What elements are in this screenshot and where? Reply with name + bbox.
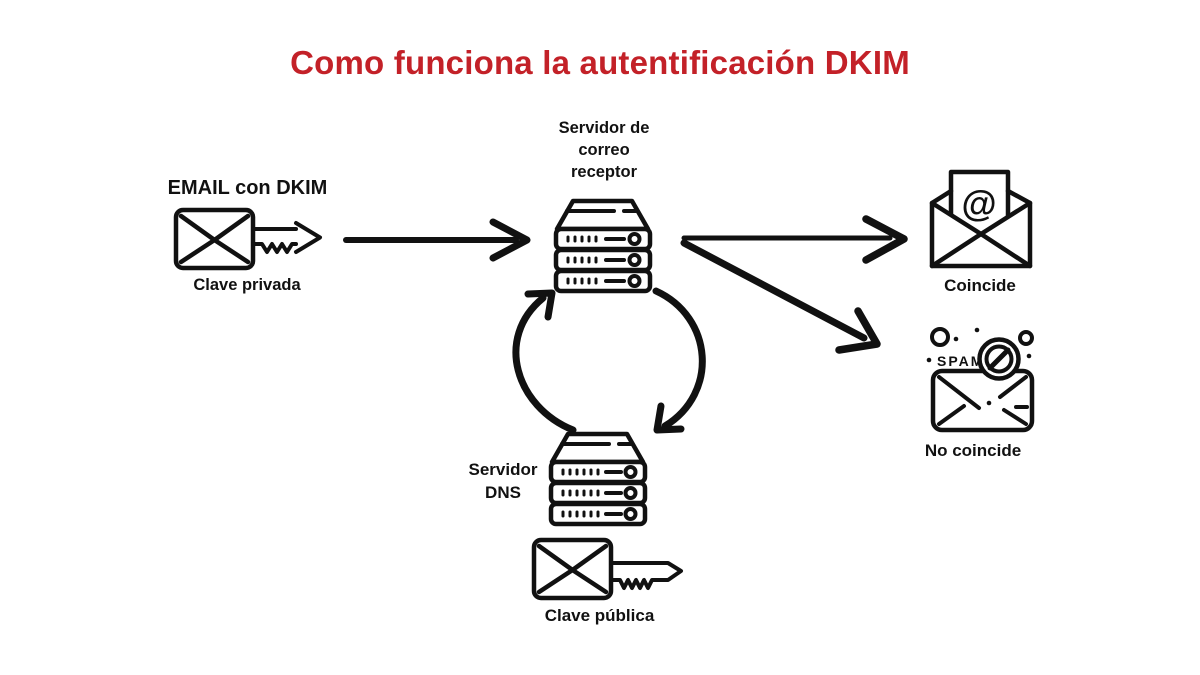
bubble-circle <box>930 327 950 347</box>
dns-server-icon <box>548 431 648 527</box>
arrow-email-to-server <box>343 218 531 262</box>
cycle-arrows-icon <box>512 287 706 434</box>
spam-label: SPAM <box>937 353 984 369</box>
arrow-server-to-no-match <box>680 239 881 354</box>
email-dkim-label: EMAIL con DKIM <box>167 177 328 199</box>
blocked-icon <box>977 337 1021 381</box>
mail-server-icon <box>553 198 653 294</box>
open-envelope-at-icon: @ <box>929 169 1033 269</box>
at-symbol: @ <box>961 183 996 224</box>
dns-server-label: Servidor DNS <box>468 460 538 502</box>
blocked-spam-envelope-icon: SPAM <box>926 327 1035 433</box>
bubble-circle <box>1018 330 1034 346</box>
server-leds <box>561 465 638 521</box>
server-leds <box>566 232 642 288</box>
envelope-with-key-icon <box>531 537 683 601</box>
envelope-with-key-icon <box>173 207 322 271</box>
public-key-label: Clave pública <box>544 606 655 625</box>
arrow-server-to-match <box>681 215 908 264</box>
page-title: Como funciona la autentificación DKIM <box>290 44 910 81</box>
no-match-label: No coincide <box>924 441 1022 460</box>
private-key-label: Clave privada <box>193 276 301 294</box>
match-label: Coincide <box>944 276 1016 295</box>
receiver-server-label: Servidor de correo receptor <box>558 119 650 181</box>
